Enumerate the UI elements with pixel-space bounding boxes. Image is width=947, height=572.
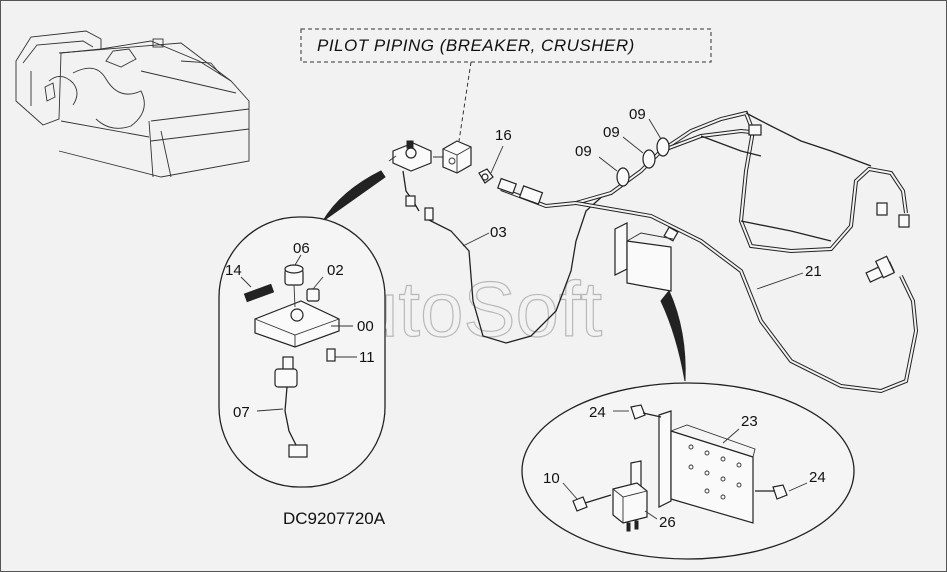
label-14: 14 [225, 262, 242, 279]
label-23: 23 [741, 413, 758, 430]
excavator-cab-illustration [15, 30, 250, 178]
clamps-09: 09 09 09 [575, 106, 670, 187]
label-07: 07 [233, 404, 250, 421]
label-11: 11 [359, 349, 375, 366]
fitting-16: 16 [478, 127, 512, 184]
upper-valve-assembly [388, 140, 607, 344]
label-06: 06 [293, 240, 310, 257]
label-09-a: 09 [575, 143, 592, 160]
label-26: 26 [659, 514, 676, 531]
label-24-a: 24 [589, 404, 606, 421]
label-03: 03 [490, 224, 507, 241]
drawing-code: DC9207720A [283, 509, 386, 528]
title-box: PILOT PIPING (BREAKER, CRUSHER) [300, 28, 712, 142]
label-09-b: 09 [603, 124, 620, 141]
label-16: 16 [495, 127, 512, 144]
label-10: 10 [543, 470, 560, 487]
label-09-c: 09 [629, 106, 646, 123]
label-02: 02 [327, 262, 344, 279]
label-24-b: 24 [809, 469, 826, 486]
detail-callout-left: 06 14 02 00 11 07 [218, 170, 386, 488]
label-00: 00 [357, 318, 374, 335]
diagram-title: PILOT PIPING (BREAKER, CRUSHER) [317, 36, 635, 55]
detail-callout-right: 24 23 10 24 26 [521, 290, 855, 560]
solenoid-block [442, 140, 472, 174]
bracket-mounted [614, 222, 674, 292]
label-21: 21 [805, 263, 822, 280]
